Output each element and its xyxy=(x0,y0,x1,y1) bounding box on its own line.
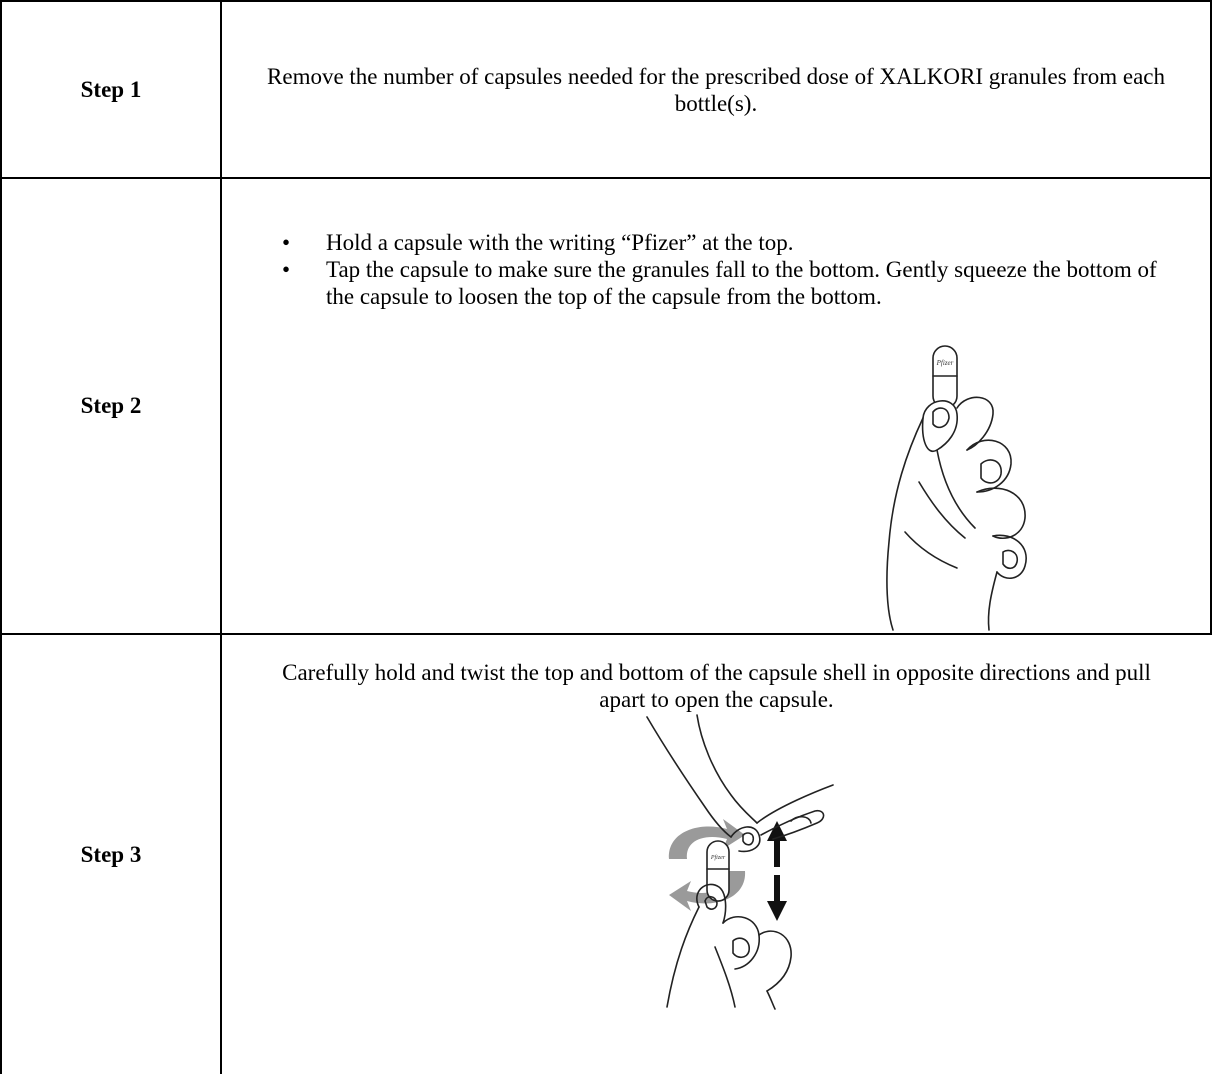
step-content: • Hold a capsule with the writing “Pfize… xyxy=(220,177,1212,635)
list-item: • Hold a capsule with the writing “Pfize… xyxy=(282,229,1180,256)
capsule-imprint: Pfizer xyxy=(710,854,726,861)
step-label: Step 1 xyxy=(0,0,222,179)
step-label: Step 3 xyxy=(0,633,222,1074)
step-row-1: Step 1 Remove the number of capsules nee… xyxy=(0,0,1212,179)
step-row-2: Step 2 • Hold a capsule with the writing… xyxy=(0,177,1212,635)
step-bullet-list: • Hold a capsule with the writing “Pfize… xyxy=(222,229,1210,310)
step-text: Remove the number of capsules needed for… xyxy=(267,63,1165,116)
hand-holding-capsule-icon: Pfizer xyxy=(886,345,1027,631)
bullet-text: Hold a capsule with the writing “Pfizer”… xyxy=(326,230,794,255)
hands-twisting-capsule-icon: Pfizer xyxy=(646,714,834,1010)
capsule-imprint: Pfizer xyxy=(936,359,954,367)
step-content: Remove the number of capsules needed for… xyxy=(220,0,1212,179)
bullet-text: Tap the capsule to make sure the granule… xyxy=(326,257,1157,309)
step-content: Carefully hold and twist the top and bot… xyxy=(220,633,1211,1074)
list-item: • Tap the capsule to make sure the granu… xyxy=(282,256,1180,310)
bullet-icon: • xyxy=(282,230,291,255)
bullet-icon: • xyxy=(282,257,291,282)
step-row-3: Step 3 Carefully hold and twist the top … xyxy=(0,633,1211,1074)
step-label: Step 2 xyxy=(0,177,222,635)
twist-arrow-icon xyxy=(668,819,745,859)
pull-apart-arrows-icon xyxy=(767,821,787,921)
step-text: Carefully hold and twist the top and bot… xyxy=(282,660,1151,712)
